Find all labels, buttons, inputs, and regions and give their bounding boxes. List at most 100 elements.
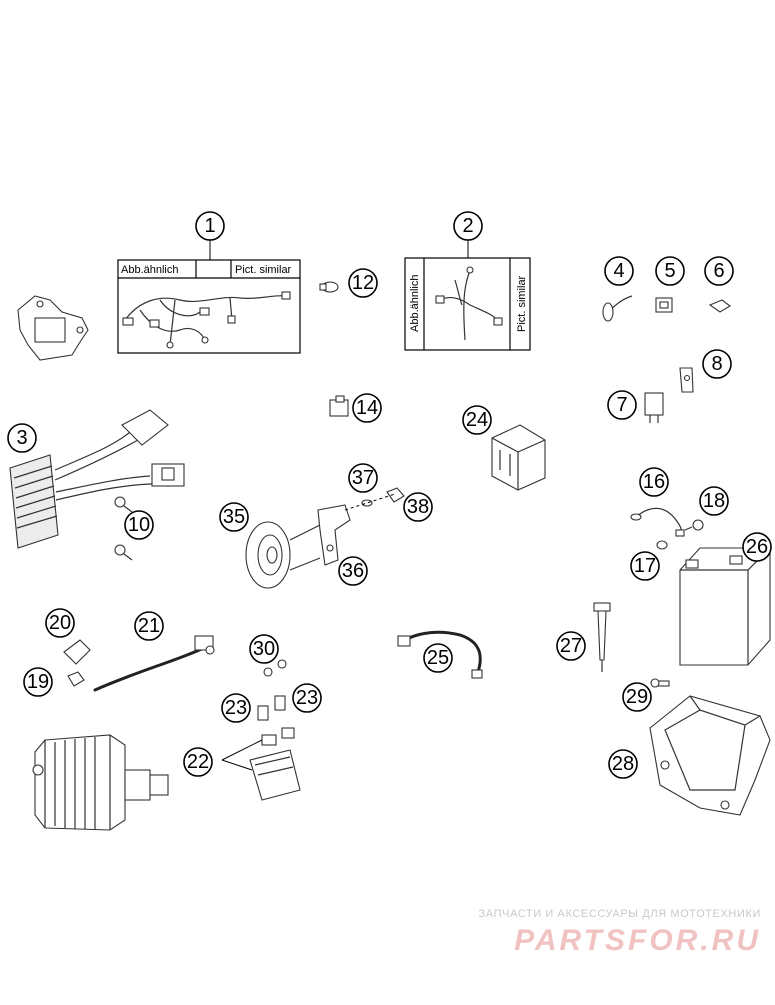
callout-37: 37 — [348, 463, 378, 493]
svg-text:37: 37 — [352, 467, 374, 489]
box1-label-en: Pict. similar — [235, 264, 292, 276]
battery-26 — [679, 547, 771, 666]
starter-relay-22 — [221, 727, 301, 801]
cable-tie-4 — [602, 295, 633, 322]
screw-18 — [684, 519, 704, 531]
harness-box-1: Abb.ähnlich Pict. similar — [117, 240, 301, 354]
callout-17: 17 — [630, 551, 660, 581]
callout-20: 20 — [45, 608, 75, 638]
boot-cap-20 — [63, 639, 91, 665]
svg-text:7: 7 — [616, 394, 627, 416]
washer-37 — [361, 499, 373, 507]
main-harness-drawing — [122, 291, 291, 349]
callout-12: 12 — [348, 268, 378, 298]
svg-text:29: 29 — [626, 686, 648, 708]
regulator-rectifier — [9, 409, 185, 549]
starter-motor — [32, 734, 169, 831]
watermark: ЗАПЧАСТИ И АКСЕССУАРЫ ДЛЯ МОТОТЕХНИКИ PA… — [479, 908, 761, 958]
svg-text:8: 8 — [711, 353, 722, 375]
bracket-8 — [679, 367, 694, 393]
svg-text:12: 12 — [352, 272, 374, 294]
svg-text:23: 23 — [296, 687, 318, 709]
callout-38: 38 — [403, 492, 433, 522]
relay-14 — [329, 395, 349, 417]
svg-text:20: 20 — [49, 612, 71, 634]
screw-10b — [114, 544, 133, 561]
box2-label-en: Pict. similar — [516, 275, 528, 332]
svg-text:25: 25 — [427, 647, 449, 669]
callout-14: 14 — [352, 393, 382, 423]
svg-text:38: 38 — [407, 496, 429, 518]
svg-text:21: 21 — [138, 615, 160, 637]
callout-16: 16 — [639, 467, 669, 497]
fuse-23b — [274, 695, 286, 711]
clip-6 — [708, 299, 731, 313]
svg-text:35: 35 — [223, 506, 245, 528]
svg-text:1: 1 — [204, 215, 215, 237]
nut-19 — [67, 671, 85, 687]
callout-21: 21 — [134, 611, 164, 641]
svg-text:30: 30 — [253, 638, 275, 660]
cable-21 — [93, 635, 215, 692]
callout-18: 18 — [699, 486, 729, 516]
svg-text:28: 28 — [612, 753, 634, 775]
svg-text:36: 36 — [342, 560, 364, 582]
box1-label-de: Abb.ähnlich — [121, 264, 179, 276]
svg-text:26: 26 — [746, 536, 768, 558]
callout-23b: 23 — [292, 683, 322, 713]
callout-36: 36 — [338, 556, 368, 586]
callout-7: 7 — [607, 390, 637, 420]
horn-35 — [245, 521, 321, 589]
callout-22: 22 — [183, 747, 213, 777]
control-unit-24 — [491, 424, 546, 491]
callout-25: 25 — [423, 643, 453, 673]
screw-29 — [650, 678, 670, 688]
callout-24: 24 — [462, 405, 492, 435]
fuse-cap-30 — [263, 659, 287, 677]
callout-28: 28 — [608, 749, 638, 779]
svg-text:14: 14 — [356, 397, 378, 419]
callout-30: 30 — [249, 634, 279, 664]
callout-8: 8 — [702, 349, 732, 379]
callout-4: 4 — [604, 256, 634, 286]
callout-23a: 23 — [221, 693, 251, 723]
callout-3: 3 — [7, 423, 37, 453]
callout-2: 2 — [453, 211, 483, 241]
nut-38 — [386, 487, 405, 503]
relay-7 — [644, 392, 664, 423]
svg-text:22: 22 — [187, 751, 209, 773]
battery-cable-16 — [630, 507, 685, 537]
screw-10a — [114, 496, 133, 513]
callout-19: 19 — [23, 667, 53, 697]
secondary-harness-drawing — [435, 266, 503, 341]
callout-10: 10 — [124, 510, 154, 540]
svg-text:2: 2 — [462, 215, 473, 237]
svg-text:6: 6 — [713, 260, 724, 282]
harness-box-2: Abb.ähnlich Pict. similar — [404, 240, 531, 351]
bracket-plate — [17, 295, 89, 361]
callout-29: 29 — [622, 682, 652, 712]
callout-35: 35 — [219, 502, 249, 532]
washer-17 — [656, 540, 668, 550]
svg-text:16: 16 — [643, 471, 665, 493]
clip-5 — [655, 297, 673, 313]
fuse-strap-27 — [593, 602, 611, 672]
svg-text:24: 24 — [466, 409, 488, 431]
watermark-tagline: ЗАПЧАСТИ И АКСЕССУАРЫ ДЛЯ МОТОТЕХНИКИ — [478, 908, 761, 920]
horn-bracket-36 — [317, 504, 351, 566]
svg-text:18: 18 — [703, 490, 725, 512]
callout-1: 1 — [195, 211, 225, 241]
callout-6: 6 — [704, 256, 734, 286]
svg-text:5: 5 — [664, 260, 675, 282]
svg-text:19: 19 — [27, 671, 49, 693]
callout-5: 5 — [655, 256, 685, 286]
box2-label-de: Abb.ähnlich — [409, 275, 421, 333]
battery-tray-28 — [649, 695, 771, 816]
svg-text:4: 4 — [613, 260, 624, 282]
svg-text:17: 17 — [634, 555, 656, 577]
svg-text:27: 27 — [560, 635, 582, 657]
callout-26: 26 — [742, 532, 772, 562]
watermark-logo: PARTSFOR.RU — [514, 924, 761, 957]
starter-cable-25 — [397, 630, 483, 679]
